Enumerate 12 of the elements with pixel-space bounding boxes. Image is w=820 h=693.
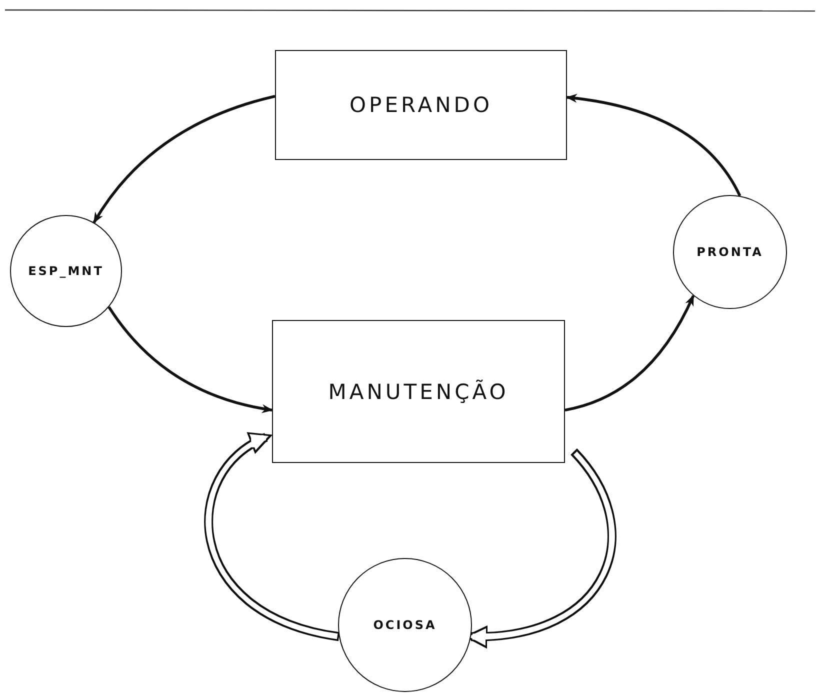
arrow xyxy=(92,94,276,224)
state-box xyxy=(272,320,565,463)
arrow xyxy=(566,94,742,197)
state-name: MANUTENÇÃO xyxy=(328,380,509,404)
state-name: OCIOSA xyxy=(373,618,437,632)
state-name: PRONTA xyxy=(696,245,764,259)
arrow xyxy=(108,306,274,413)
state-name: OPERANDO xyxy=(350,93,492,117)
state-name: ESP_MNT xyxy=(28,264,104,278)
state-box xyxy=(275,50,567,160)
hollow-arrow xyxy=(204,433,340,642)
arrow xyxy=(564,294,695,412)
